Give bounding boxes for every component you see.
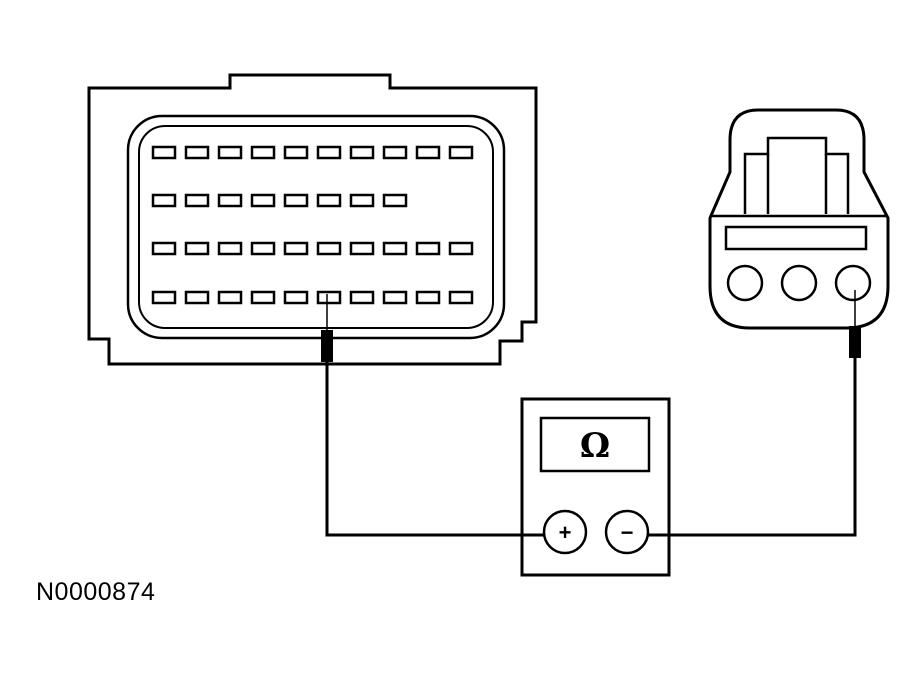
ohm-symbol: Ω	[580, 426, 610, 466]
sensor-pin-2	[780, 264, 818, 302]
pin-cavity	[217, 290, 243, 305]
positive-terminal-label: +	[559, 520, 572, 545]
pin-cavity	[316, 145, 342, 160]
pin-cavity	[448, 241, 474, 256]
pin-cavity	[217, 241, 243, 256]
pin-cavity	[151, 241, 177, 256]
pin-cavity	[250, 290, 276, 305]
ohmmeter-body	[520, 397, 671, 577]
pin-cavity	[448, 290, 474, 305]
pin-cavity	[349, 193, 375, 208]
sensor-connector	[708, 108, 890, 330]
ohmmeter-display	[539, 416, 651, 473]
pin-cavity	[448, 145, 474, 160]
ohmmeter	[520, 397, 671, 577]
sensor-label-slot	[724, 225, 868, 251]
positive-probe	[321, 294, 333, 362]
pin-cavity	[283, 290, 309, 305]
pin-cavity	[349, 290, 375, 305]
pin-cavity	[349, 145, 375, 160]
large-connector-housing	[87, 73, 538, 366]
pin-cavity	[415, 290, 441, 305]
pin-cavity	[184, 241, 210, 256]
positive-terminal	[542, 509, 588, 555]
large-connector-face-outer	[126, 114, 506, 340]
pin-cavity	[415, 145, 441, 160]
pin-cavity	[283, 145, 309, 160]
pin-cavity	[151, 193, 177, 208]
large-connector-face-inner	[138, 125, 494, 329]
negative-test-lead	[648, 358, 857, 537]
pin-cavity	[349, 241, 375, 256]
positive-test-lead	[325, 362, 544, 537]
pin-cavity	[151, 145, 177, 160]
pin-cavity	[184, 193, 210, 208]
pin-cavity	[316, 193, 342, 208]
pin-cavity	[382, 290, 408, 305]
pin-cavity	[382, 241, 408, 256]
pin-cavity	[217, 193, 243, 208]
pin-cavity	[184, 290, 210, 305]
sensor-latch-inner	[766, 154, 828, 214]
pin-cavity	[151, 290, 177, 305]
pin-cavities	[151, 145, 474, 305]
pin-cavity	[283, 193, 309, 208]
pin-cavity	[316, 241, 342, 256]
negative-terminal-label: −	[621, 520, 634, 545]
pin-cavity	[250, 145, 276, 160]
negative-probe	[849, 290, 861, 358]
sensor-latch	[743, 136, 850, 214]
large-connector	[87, 73, 538, 366]
figure-reference-id: N0000874	[36, 578, 156, 606]
pin-cavity	[316, 290, 342, 305]
pin-cavity	[382, 193, 408, 208]
negative-terminal	[604, 509, 650, 555]
pin-cavity	[250, 193, 276, 208]
pin-cavity	[382, 145, 408, 160]
sensor-connector-housing	[708, 108, 890, 330]
pin-cavity	[250, 241, 276, 256]
sensor-pin-1	[726, 264, 764, 302]
pin-cavity	[283, 241, 309, 256]
pin-cavity	[217, 145, 243, 160]
pin-cavity	[184, 145, 210, 160]
pin-cavity	[415, 241, 441, 256]
sensor-pin-3	[834, 264, 872, 302]
